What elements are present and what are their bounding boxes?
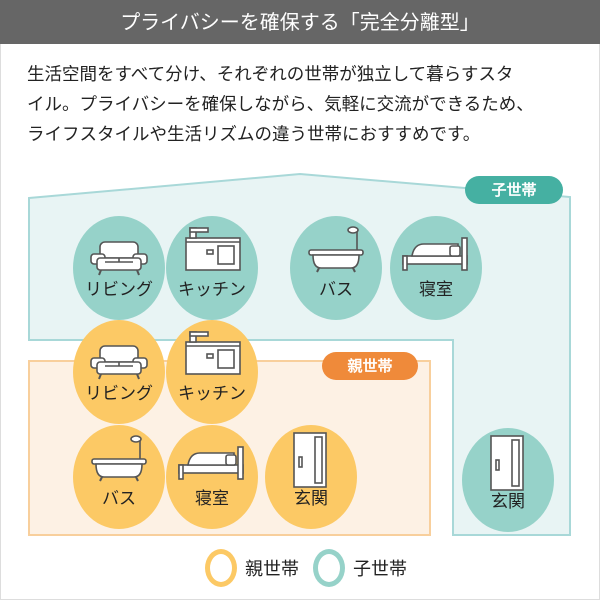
room-label: 玄関: [491, 492, 525, 512]
description-line: イル。プライバシーを確保しながら、気軽に交流ができるため、: [27, 95, 534, 115]
child-room-kitchen: キッチン: [166, 216, 258, 320]
description-line: ライフスタイルや生活リズムの違う世帯におすすめです。: [27, 125, 481, 145]
kitchen-icon: [185, 331, 241, 375]
parent-room-bathtub: バス: [73, 425, 165, 529]
legend-child-ring-icon: [313, 549, 345, 587]
legend: 親世帯 子世帯: [205, 548, 407, 588]
room-label: 玄関: [294, 489, 328, 509]
child-room-sofa: リビング: [73, 216, 165, 320]
description: 生活空間をすべて分け、それぞれの世帯が独立して暮らすスタ イル。プライバシーを確…: [27, 60, 587, 150]
parent-household-badge: 親世帯: [322, 352, 418, 380]
bathtub-icon: [308, 226, 364, 273]
child-household-badge: 子世帯: [465, 176, 563, 204]
legend-child-label: 子世帯: [353, 559, 407, 580]
bathtub-icon: [91, 435, 147, 482]
room-label: 寝室: [419, 280, 453, 300]
sofa-icon: [90, 345, 148, 380]
room-label: キッチン: [178, 384, 246, 404]
door-icon: [490, 435, 524, 491]
parent-room-door: 玄関: [265, 425, 357, 529]
room-label: キッチン: [178, 280, 246, 300]
sofa-icon: [90, 241, 148, 276]
page-title: プライバシーを確保する「完全分離型」: [0, 0, 600, 44]
child-room-bathtub: バス: [290, 216, 382, 320]
child-room-bed: 寝室: [390, 216, 482, 320]
parent-room-sofa: リビング: [73, 320, 165, 424]
description-line: 生活空間をすべて分け、それぞれの世帯が独立して暮らすスタ: [27, 65, 514, 85]
bed-icon: [178, 446, 244, 480]
child-room-door: 玄関: [462, 428, 554, 532]
parent-room-bed: 寝室: [166, 425, 258, 529]
bed-icon: [402, 237, 468, 271]
kitchen-icon: [185, 227, 241, 271]
legend-parent-label: 親世帯: [245, 559, 299, 580]
door-icon: [293, 432, 327, 488]
parent-room-kitchen: キッチン: [166, 320, 258, 424]
room-label: リビング: [85, 280, 153, 300]
room-label: バス: [102, 489, 136, 509]
legend-parent-ring-icon: [205, 549, 237, 587]
room-label: バス: [319, 280, 353, 300]
room-label: 寝室: [195, 489, 229, 509]
room-label: リビング: [85, 384, 153, 404]
